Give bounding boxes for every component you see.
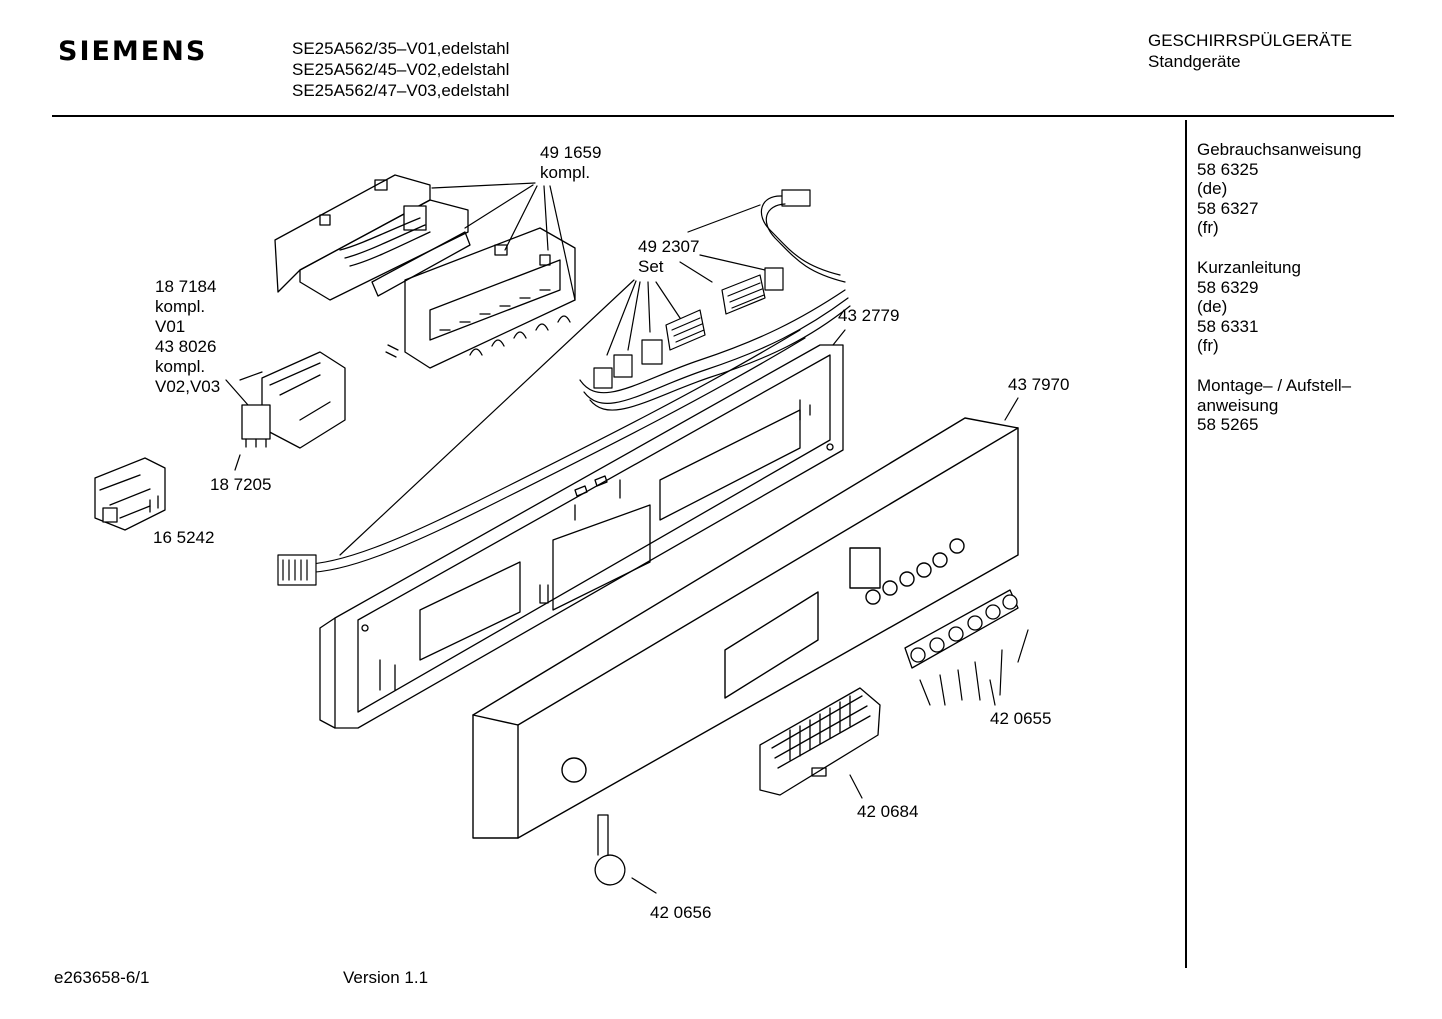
doc-language: (de) xyxy=(1197,179,1228,199)
doc-language: (de) xyxy=(1197,297,1228,317)
category-subtitle: Standgeräte xyxy=(1148,52,1241,71)
exploded-view-diagram xyxy=(94,174,1029,894)
sidebar-divider xyxy=(1185,120,1187,968)
inner-frame-432779 xyxy=(319,344,844,729)
part-label-187184: 18 7184 kompl. V01 43 8026 kompl. V02,V0… xyxy=(155,277,220,397)
part-label-165242: 16 5242 xyxy=(153,528,215,547)
doc-number: 58 6325 xyxy=(1197,159,1259,179)
drawing-id: e263658-6/1 xyxy=(54,968,150,987)
part-label-420655: 42 0655 xyxy=(990,709,1052,728)
part-number: 43 8026 xyxy=(155,337,217,356)
part-note: kompl. xyxy=(155,297,206,316)
doc-title: Kurzanleitung xyxy=(1197,257,1301,277)
part-label-420656: 42 0656 xyxy=(650,903,712,922)
model-line: SE25A562/47–V03,edelstahl xyxy=(292,81,510,100)
doc-number: 58 6327 xyxy=(1197,198,1259,218)
part-note: V01 xyxy=(155,317,186,336)
part-note: Set xyxy=(638,257,664,276)
front-panel-437970 xyxy=(472,417,1019,839)
part-label-432779: 43 2779 xyxy=(838,306,900,325)
part-number: 18 7184 xyxy=(155,277,217,296)
part-label-420684: 42 0684 xyxy=(857,802,919,821)
category-title: GESCHIRRSPÜLGERÄTE xyxy=(1148,31,1353,50)
documents-panel: Gebrauchsanweisung 58 6325 (de) 58 6327 … xyxy=(1197,140,1361,455)
knob-420656 xyxy=(594,814,626,886)
doc-language: (fr) xyxy=(1197,218,1219,238)
doc-group-manual: Gebrauchsanweisung 58 6325 (de) 58 6327 … xyxy=(1197,140,1361,238)
version-label: Version 1.1 xyxy=(343,968,429,987)
part-note: kompl. xyxy=(155,357,206,376)
display-cover-420684 xyxy=(759,687,881,796)
doc-title: Montage– / Aufstell– xyxy=(1197,375,1352,395)
part-number: 49 1659 xyxy=(540,143,602,162)
part-note: kompl. xyxy=(540,163,591,182)
appliance-category: GESCHIRRSPÜLGERÄTE Standgeräte xyxy=(1148,30,1352,72)
model-list: SE25A562/35–V01,edelstahl SE25A562/45–V0… xyxy=(292,38,509,101)
part-label-492307: 49 2307 Set xyxy=(638,237,699,277)
wiring-harness-492307 xyxy=(277,189,851,586)
leader-lines xyxy=(225,182,1029,894)
button-strip-420655 xyxy=(904,589,1019,669)
relay-187184 xyxy=(241,351,346,449)
part-note: V02,V03 xyxy=(155,377,221,396)
part-label-437970: 43 7970 xyxy=(1008,375,1070,394)
brand-logo: SIEMENS xyxy=(58,36,208,67)
doc-group-quickguide: Kurzanleitung 58 6329 (de) 58 6331 (fr) xyxy=(1197,258,1361,356)
doc-number: 58 6331 xyxy=(1197,316,1259,336)
doc-title: Gebrauchsanweisung xyxy=(1197,140,1362,159)
doc-number: 58 6329 xyxy=(1197,277,1259,297)
model-line: SE25A562/35–V01,edelstahl xyxy=(292,39,510,58)
header-divider xyxy=(52,115,1394,117)
part-label-187205: 18 7205 xyxy=(210,475,272,494)
doc-language: (fr) xyxy=(1197,336,1219,356)
part-number: 49 2307 xyxy=(638,237,700,256)
control-module-491659 xyxy=(274,174,576,369)
doc-number: 58 5265 xyxy=(1197,415,1259,435)
socket-165242 xyxy=(94,457,166,531)
doc-title: anweisung xyxy=(1197,395,1279,415)
doc-group-installation: Montage– / Aufstell– anweisung 58 5265 xyxy=(1197,376,1361,435)
part-label-491659: 49 1659 kompl. xyxy=(540,143,601,183)
model-line: SE25A562/45–V02,edelstahl xyxy=(292,60,510,79)
